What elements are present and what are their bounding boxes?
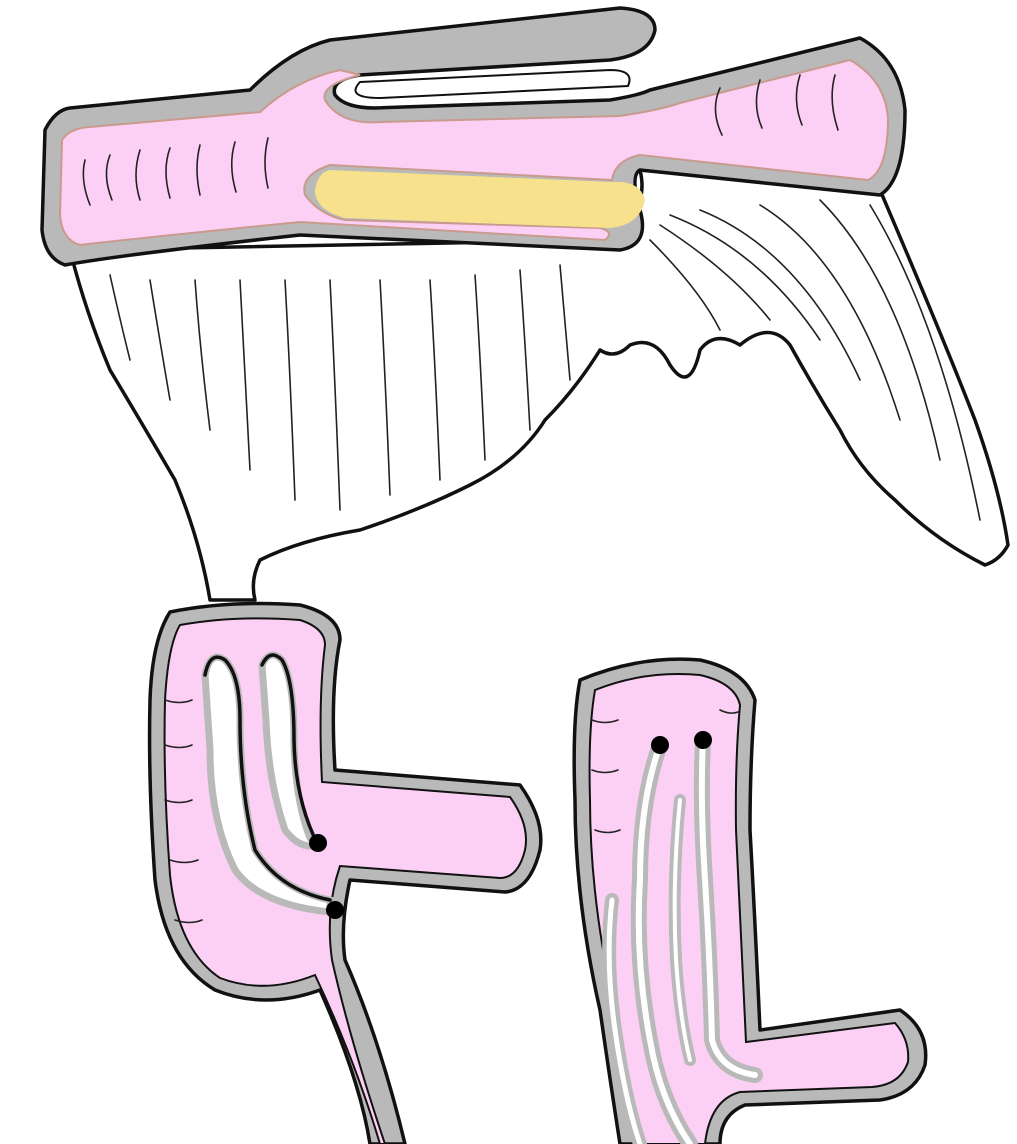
marker-dot [694, 731, 712, 749]
upper-bowel-panel [42, 8, 1008, 600]
marker-dot [309, 834, 327, 852]
lower-right-panel [574, 659, 926, 1144]
lower-left-panel [150, 604, 541, 1144]
marker-dot [326, 901, 344, 919]
marker-dot [651, 736, 669, 754]
